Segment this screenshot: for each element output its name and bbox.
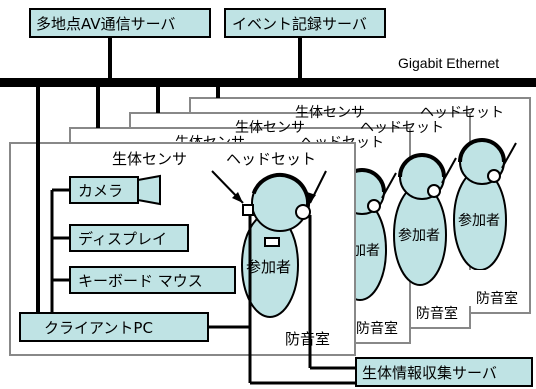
av-server-label: 多地点AV通信サーバ (36, 15, 175, 33)
sensor-caption-3: 生体センサ (235, 120, 305, 136)
participant-label-1: 参加者 (246, 258, 291, 276)
camera-box (69, 176, 139, 204)
display-box (69, 224, 189, 252)
sensor-caption-1: 生体センサ (112, 150, 187, 168)
headset-caption-3: ヘッドセット (360, 120, 444, 136)
keyboard-mouse-label: キーボード マウス (78, 272, 203, 290)
camera-label: カメラ (78, 182, 123, 200)
sensor-caption-4: 生体センサ (295, 105, 365, 121)
headset-caption-4: ヘッドセット (420, 105, 504, 121)
bio-server-box (355, 357, 533, 387)
participant-1 (241, 173, 311, 318)
room-label-2: 防音室 (356, 320, 398, 337)
client-pc-box (19, 312, 209, 342)
ethernet-bus (0, 78, 536, 87)
bio-server-label: 生体情報収集サーバ (362, 364, 497, 382)
event-server-box (224, 8, 386, 38)
display-label: ディスプレイ (78, 230, 167, 248)
bio-sensor (242, 204, 254, 216)
client-pc-label: クライアントPC (44, 319, 153, 337)
room-label-4: 防音室 (476, 290, 518, 307)
av-server-box (29, 8, 211, 38)
event-server-label: イベント記録サーバ (232, 15, 367, 33)
room-label-1: 防音室 (285, 330, 330, 348)
headset-earpiece (295, 204, 311, 220)
participant-label-3: 参加者 (398, 227, 440, 244)
headset-caption-1: ヘッドセット (226, 150, 316, 168)
device-links (50, 188, 250, 329)
ethernet-label: Gigabit Ethernet (398, 55, 499, 71)
keyboard-mouse-box (69, 266, 236, 294)
room-label-3: 防音室 (416, 305, 458, 322)
bus-drops (36, 87, 220, 315)
bio-links (248, 215, 356, 385)
camera-icon (137, 174, 161, 206)
participant-label-4: 参加者 (458, 212, 500, 229)
